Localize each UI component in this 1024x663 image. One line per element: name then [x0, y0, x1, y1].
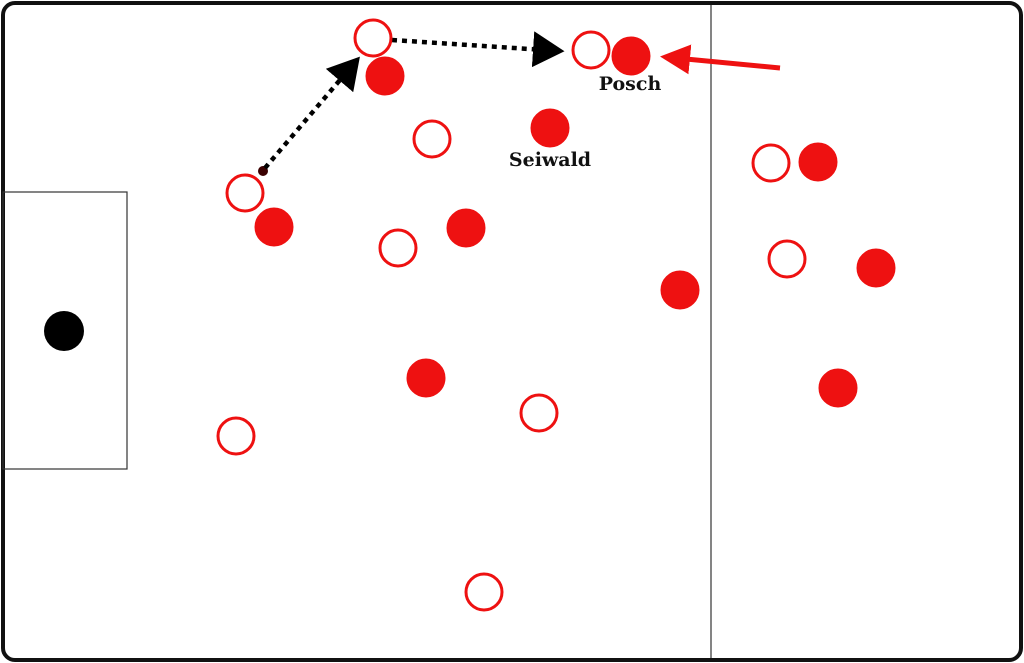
opponent-team: [216, 18, 807, 612]
team-player: [254, 207, 294, 247]
opponent-player: [412, 119, 452, 159]
label-seiwald: Seiwald: [509, 149, 591, 171]
opponent-player: [519, 393, 559, 433]
pass-origin-dot: [258, 166, 268, 176]
home-team: [254, 36, 896, 408]
player-posch: [611, 36, 651, 76]
opponent-player: [353, 18, 393, 58]
team-player: [798, 142, 838, 182]
team-player: [406, 358, 446, 398]
opponent-player: [225, 173, 265, 213]
team-player: [660, 270, 700, 310]
ball: [44, 311, 84, 351]
opponent-player: [378, 228, 418, 268]
team-player: [365, 56, 405, 96]
team-player: [818, 368, 858, 408]
opponent-player: [216, 416, 256, 456]
pass-arrow-1: [263, 56, 360, 170]
penalty-area: [2, 191, 128, 470]
player-seiwald: [530, 108, 570, 148]
opponent-player: [751, 143, 791, 183]
pass-arrow-2: [391, 31, 565, 68]
label-posch: Posch: [599, 73, 662, 95]
opponent-player: [571, 30, 611, 70]
team-player: [446, 208, 486, 248]
opponent-player: [464, 572, 504, 612]
opponent-player: [767, 239, 807, 279]
team-player: [856, 248, 896, 288]
posch-run-arrow: [660, 44, 781, 75]
